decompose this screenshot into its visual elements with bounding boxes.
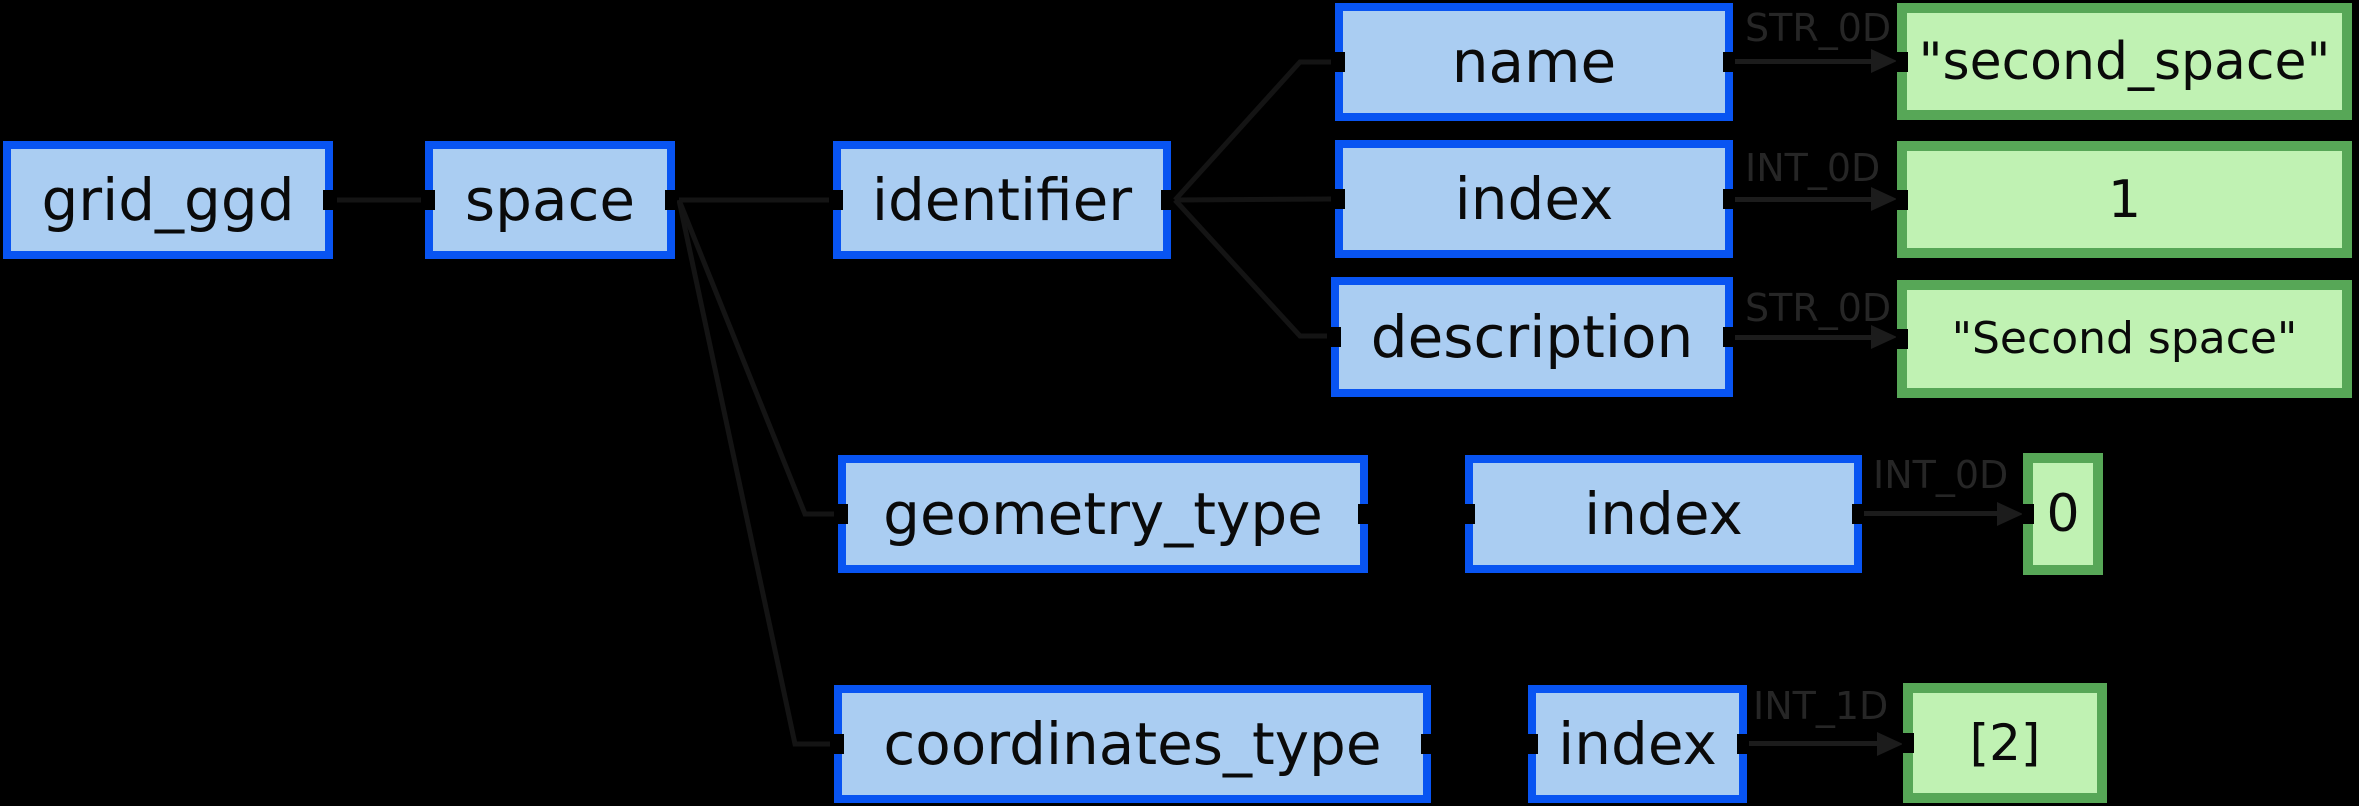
node-label: grid_ggd — [41, 166, 295, 234]
node-label: identifier — [871, 166, 1133, 234]
node-label: coordinates_type — [883, 710, 1382, 778]
edge-space-coordinates-type — [676, 199, 830, 747]
value-description: "Second space" — [1897, 280, 2352, 398]
node-label: index — [1558, 710, 1717, 778]
type-label-name: STR_0D — [1745, 6, 1892, 50]
edge-index-geometry-value — [1862, 511, 1999, 516]
edge-description-value — [1733, 335, 1875, 340]
value-text: "Second space" — [1951, 313, 2298, 364]
value-index-identifier: 1 — [1897, 141, 2352, 258]
edge-space-geometry-type — [676, 199, 834, 517]
value-index-geometry: 0 — [2023, 453, 2103, 575]
node-label: description — [1370, 303, 1694, 371]
node-label: index — [1454, 165, 1614, 233]
edge-name-value — [1733, 59, 1875, 64]
node-index-geometry: index — [1465, 455, 1862, 573]
arrowhead-icon — [1871, 49, 1897, 73]
arrowhead-icon — [1877, 732, 1903, 756]
arrowhead-icon — [1871, 325, 1897, 349]
node-index-identifier: index — [1335, 140, 1733, 258]
edge-identifier-description — [1173, 198, 1327, 339]
edge-index-coordinates-value — [1747, 741, 1879, 746]
type-label-index-coordinates: INT_1D — [1753, 684, 1889, 728]
value-text: "second_space" — [1918, 31, 2331, 92]
type-label-index-geometry: INT_0D — [1873, 453, 2009, 497]
edge-identifier-name — [1173, 59, 1331, 202]
node-label: geometry_type — [883, 480, 1323, 548]
type-label-description: STR_0D — [1745, 286, 1892, 330]
type-label-index-identifier: INT_0D — [1745, 146, 1881, 190]
node-space: space — [425, 141, 675, 259]
node-coordinates-type: coordinates_type — [834, 685, 1431, 803]
node-label: space — [464, 166, 636, 234]
arrowhead-icon — [1871, 187, 1897, 211]
node-grid-ggd: grid_ggd — [3, 141, 333, 259]
value-text: 0 — [2046, 484, 2080, 544]
value-index-coordinates: [2] — [1903, 683, 2107, 803]
node-label: name — [1451, 28, 1617, 96]
node-index-coordinates: index — [1528, 685, 1747, 803]
node-label: index — [1584, 480, 1743, 548]
edge-identifier-index — [1174, 196, 1332, 203]
node-description: description — [1331, 277, 1733, 397]
arrowhead-icon — [1997, 502, 2023, 526]
node-geometry-type: geometry_type — [838, 455, 1368, 573]
node-name: name — [1335, 3, 1733, 121]
value-name: "second_space" — [1897, 3, 2352, 120]
value-text: 1 — [2107, 169, 2142, 230]
node-identifier: identifier — [833, 141, 1171, 259]
edge-index-identifier-value — [1733, 197, 1875, 202]
value-text: [2] — [1969, 714, 2041, 772]
